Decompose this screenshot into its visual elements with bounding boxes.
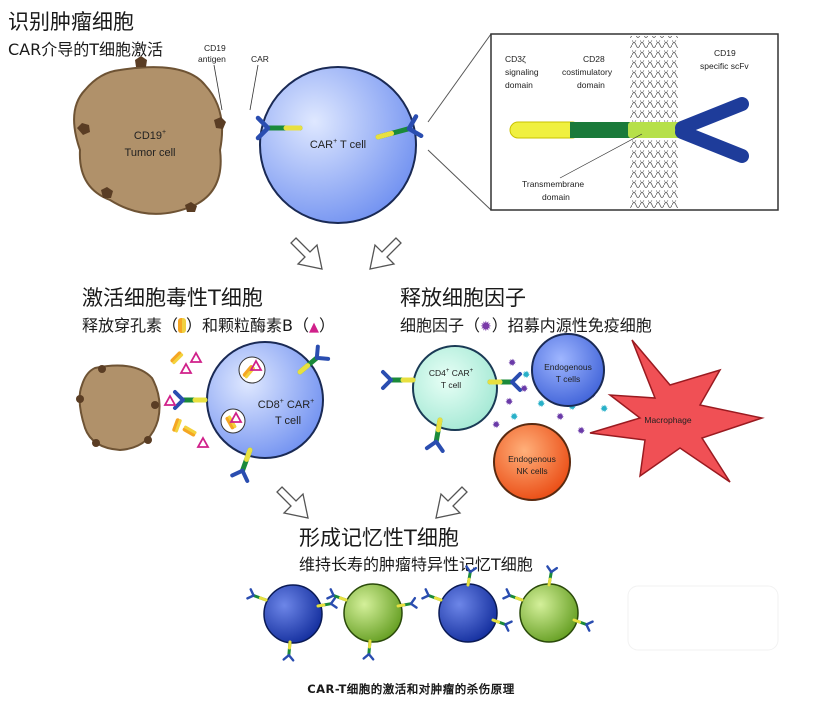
endogenous-t-cells <box>531 333 605 407</box>
cytokine-icon: ✹ <box>480 319 492 335</box>
car-label: CAR <box>251 54 269 64</box>
cytotoxic-subtitle: 释放穿孔素（ ）和颗粒酶素B（▲） <box>82 312 335 336</box>
car-receptor-right <box>375 114 424 140</box>
svg-text:✹: ✹ <box>492 420 500 431</box>
tm-pointer <box>559 133 643 179</box>
svg-text:✹: ✹ <box>522 370 530 381</box>
car-receptor-left <box>255 115 303 141</box>
granzyme-icon: ▲ <box>309 320 319 335</box>
figure-caption: CAR-T细胞的激活和对肿瘤的杀伤原理 <box>307 682 515 696</box>
svg-text:✹: ✹ <box>520 384 528 395</box>
endo-nk-label-2: NK cells <box>516 466 547 476</box>
flow-arrows-top <box>290 237 402 270</box>
cd3-label-2: signaling <box>505 67 539 77</box>
cd19-antigen-label-2: antigen <box>198 54 226 64</box>
svg-text:✹: ✹ <box>600 404 608 415</box>
memory-cell-1 <box>245 584 339 662</box>
cd4-label-2: T cell <box>441 380 461 390</box>
cd3-label-3: domain <box>505 80 533 90</box>
car-t-label: CAR+ T cell <box>310 138 366 151</box>
car-t-cell <box>259 66 417 224</box>
endo-t-label-1: Endogenous <box>544 362 592 372</box>
tm-label-1: Transmembrane <box>522 179 584 189</box>
recognize-subtitle: CAR介导的T细胞激活 <box>8 40 164 59</box>
tm-label-2: domain <box>542 192 570 202</box>
cytokine-subtitle: 细胞因子（✹）招募内源性免疫细胞 <box>400 312 652 336</box>
antigen-pointer <box>213 64 223 111</box>
cd19-antigen-label-1: CD19 <box>204 43 226 53</box>
cd8-label-2: T cell <box>275 415 301 427</box>
endo-t-label-2: T cells <box>556 374 580 384</box>
recognize-title: 识别肿瘤细胞 <box>8 10 134 34</box>
tumor-label-2: Tumor cell <box>125 147 176 159</box>
cd4-label-1: CD4+ CAR+ <box>429 368 474 378</box>
memory-cell-4 <box>501 564 595 643</box>
cytotoxic-subtitle-b: ）和颗粒酶素B（ <box>186 316 309 335</box>
memory-cell-2 <box>325 583 419 661</box>
flow-arrows-bottom <box>276 486 468 519</box>
cytokine-subtitle-a: 细胞因子（ <box>400 316 481 335</box>
tumor-cell-small <box>78 364 161 452</box>
memory-title: 形成记忆性T细胞 <box>299 526 459 550</box>
cd19-antigen-marks <box>77 56 226 212</box>
cd4-receptor-1 <box>383 372 413 388</box>
svg-text:✹: ✹ <box>537 399 545 410</box>
memory-cell-3 <box>420 564 514 643</box>
tumor-small-antigens <box>76 365 159 447</box>
svg-text:✹: ✹ <box>556 412 564 423</box>
cd28-label-1: CD28 <box>583 54 605 64</box>
svg-text:✹: ✹ <box>508 358 516 369</box>
cd3-label-1: CD3ζ <box>505 54 526 64</box>
endogenous-nk-cells <box>493 423 571 501</box>
cd8-receptor-1 <box>175 392 205 408</box>
blank-panel <box>627 585 779 651</box>
macrophage-cell <box>589 339 765 483</box>
cytotoxic-subtitle-a: 释放穿孔素（ <box>82 316 179 335</box>
car-pointer <box>249 64 259 111</box>
cytotoxic-title: 激活细胞毒性T细胞 <box>82 286 263 310</box>
svg-text:✹: ✹ <box>505 397 513 408</box>
cytokine-title: 释放细胞因子 <box>400 286 526 310</box>
cd4-car-t-cell <box>412 345 498 431</box>
endo-nk-label-1: Endogenous <box>508 454 556 464</box>
cd8-label-1: CD8+ CAR+ <box>258 398 314 411</box>
perforin-icon <box>178 318 187 333</box>
svg-text:✹: ✹ <box>577 426 585 437</box>
cytotoxic-subtitle-c: ） <box>319 316 336 335</box>
tumor-cell <box>73 66 224 215</box>
svg-text:✹: ✹ <box>568 402 576 413</box>
macrophage-label: Macrophage <box>644 415 692 425</box>
svg-text:✹: ✹ <box>510 412 518 423</box>
scfv-label-2: specific scFv <box>700 61 749 71</box>
zoom-line-top <box>427 33 492 123</box>
cd28-label-3: domain <box>577 80 605 90</box>
tumor-label-1: CD19+ <box>134 129 166 142</box>
cd28-label-2: costimulatory <box>562 67 613 77</box>
car-construct <box>509 97 749 163</box>
cytokine-subtitle-b: ）招募内源性免疫细胞 <box>491 316 652 335</box>
zoom-line-bottom <box>427 149 492 211</box>
scfv-label-1: CD19 <box>714 48 736 58</box>
